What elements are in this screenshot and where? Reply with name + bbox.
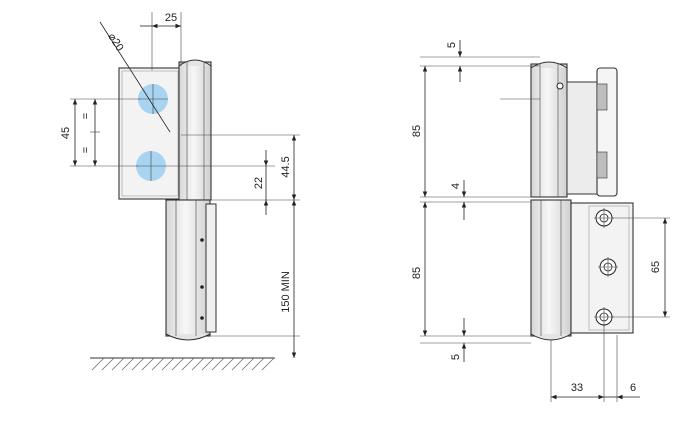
dim-65: 65 [650,261,662,273]
left-view: ⌀20 25 45 = = 22 44.5 150 MIN [60,12,300,371]
set-screw [556,82,564,90]
dim-6: 6 [630,382,636,394]
dim-33: 33 [571,382,583,394]
hole-crosshairs [136,84,168,181]
diameter-leader [99,21,171,133]
dim-5-bottom: 5 [450,354,462,360]
right-view: 5 85 4 85 5 65 33 6 [411,40,670,402]
dim-equal-top: = [80,113,92,119]
screw-hole-top [594,208,614,228]
dim-44-5: 44.5 [280,156,292,177]
dim-85-upper: 85 [411,125,423,137]
dim-150-min: 150 MIN [280,271,292,313]
screw-dot [200,316,204,320]
right-lower-knuckle [530,199,572,337]
screw-dot [200,285,204,289]
right-lower-cap [530,333,572,341]
dim-45: 45 [60,127,72,139]
screw-dot [200,238,204,242]
dim-equal-bottom: = [80,147,92,153]
lower-knuckle-cap [165,333,211,341]
right-upper-leaf [566,81,598,195]
dim-22: 22 [253,177,265,189]
right-upper-cap [530,61,568,69]
dim-85-lower: 85 [411,267,423,279]
upper-leaf-inner [121,70,179,197]
upper-knuckle-cap [178,59,212,67]
dim-25: 25 [165,12,177,24]
screw-hole-middle [598,257,618,277]
dim-4: 4 [450,183,462,189]
dim-5-top: 5 [446,42,458,48]
lower-knuckle [165,199,211,337]
upper-knuckle [178,61,212,201]
floor-hatch [90,357,275,371]
lower-leaf-edge [205,203,217,333]
